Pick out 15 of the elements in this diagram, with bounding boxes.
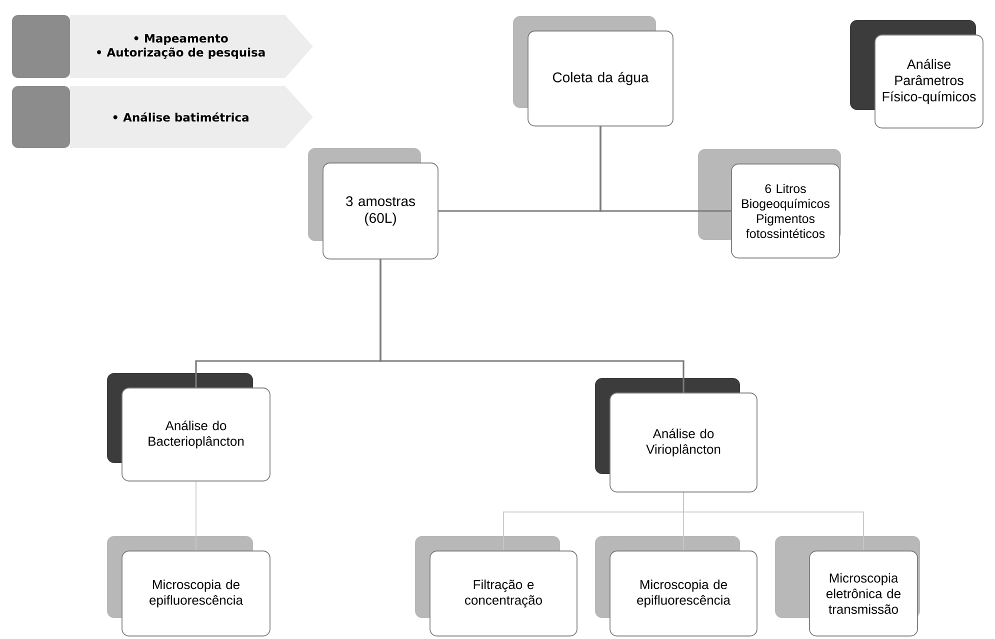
process-box: 6 Litros Biogeoquímicos Pigmentos fotossintéticos xyxy=(698,149,841,258)
process-box: Microscopia de epifluorescência xyxy=(107,536,270,636)
step-banner: • Mapeamento • Autorização de pesquisa xyxy=(12,15,313,78)
process-box: Coleta da água xyxy=(513,16,674,126)
connector-line xyxy=(380,259,684,393)
process-box: Análise Parâmetros Físico-químicos xyxy=(850,20,984,128)
process-box: Microscopia de epifluorescência xyxy=(595,536,758,636)
process-box: Microscopia eletrônica de transmissão xyxy=(775,536,920,636)
process-box: 3 amostras (60L) xyxy=(308,148,438,260)
process-box: Análise do Bacterioplâncton xyxy=(107,373,270,482)
process-box: Filtração e concentração xyxy=(415,536,578,636)
connector-line xyxy=(600,126,732,212)
step-banner: • Análise batimétrica xyxy=(12,86,313,148)
connector-line xyxy=(683,492,864,551)
process-box: Análise do Virioplâncton xyxy=(595,378,758,492)
